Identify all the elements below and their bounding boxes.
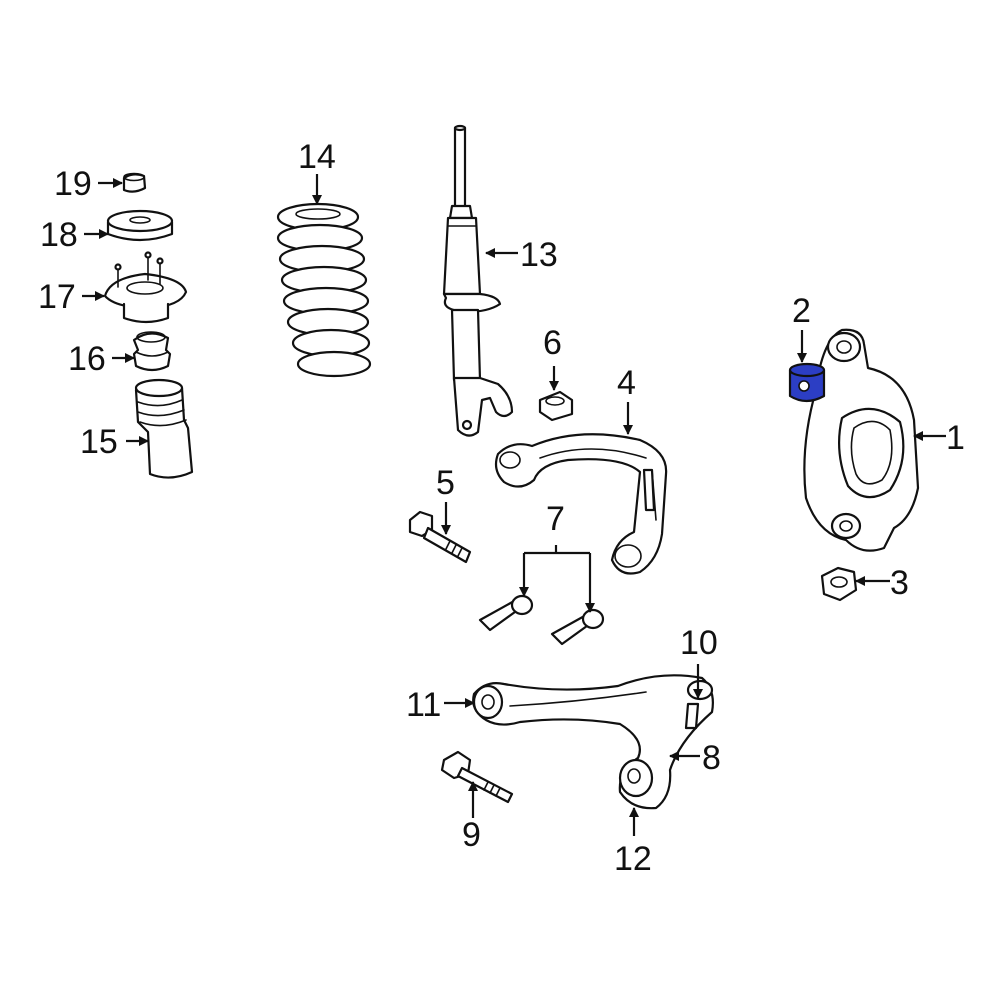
part-13-strut[interactable]: [442, 124, 514, 437]
part-2-bushing-highlighted[interactable]: [788, 362, 826, 403]
callout-11: 11: [406, 686, 441, 724]
callout-4: 4: [617, 364, 636, 402]
part-4-upper-control-arm[interactable]: [494, 433, 668, 575]
part-6-nut[interactable]: [538, 390, 574, 422]
part-18-spring-seat[interactable]: [106, 209, 174, 242]
callout-8: 8: [702, 739, 721, 777]
callout-3: 3: [890, 564, 909, 602]
callout-7: 7: [546, 500, 565, 538]
callout-18: 18: [40, 216, 78, 254]
callout-16: 16: [68, 340, 106, 378]
callout-17: 17: [38, 278, 76, 316]
callout-15: 15: [80, 423, 118, 461]
callout-2: 2: [792, 292, 811, 330]
part-16-jounce-bumper[interactable]: [132, 331, 172, 372]
callout-12: 12: [614, 840, 652, 878]
part-7-cam-adjusters[interactable]: [478, 594, 605, 646]
callout-13: 13: [520, 236, 558, 274]
callout-labels: 19 18 17 16 15 14 13 6 4 5 7 2 1 3 10 11…: [38, 138, 965, 878]
callout-19: 19: [54, 165, 92, 203]
part-5-bolt[interactable]: [408, 510, 472, 564]
part-9-bolt[interactable]: [440, 750, 514, 804]
callout-6: 6: [543, 324, 562, 362]
part-10-stud[interactable]: [684, 702, 700, 730]
part-15-dust-boot[interactable]: [134, 378, 194, 479]
part-14-coil-spring[interactable]: [276, 202, 372, 378]
part-19-cap[interactable]: [122, 172, 147, 193]
callout-10: 10: [680, 624, 718, 662]
part-3-nut[interactable]: [820, 566, 858, 602]
callout-14: 14: [298, 138, 336, 176]
callout-5: 5: [436, 464, 455, 502]
callout-1: 1: [946, 419, 965, 457]
part-8-lower-control-arm[interactable]: [472, 674, 714, 810]
part-17-upper-mount[interactable]: [103, 251, 188, 324]
callout-9: 9: [462, 816, 481, 854]
leader-arrows: [82, 174, 946, 836]
part-1-knuckle[interactable]: [803, 328, 920, 552]
